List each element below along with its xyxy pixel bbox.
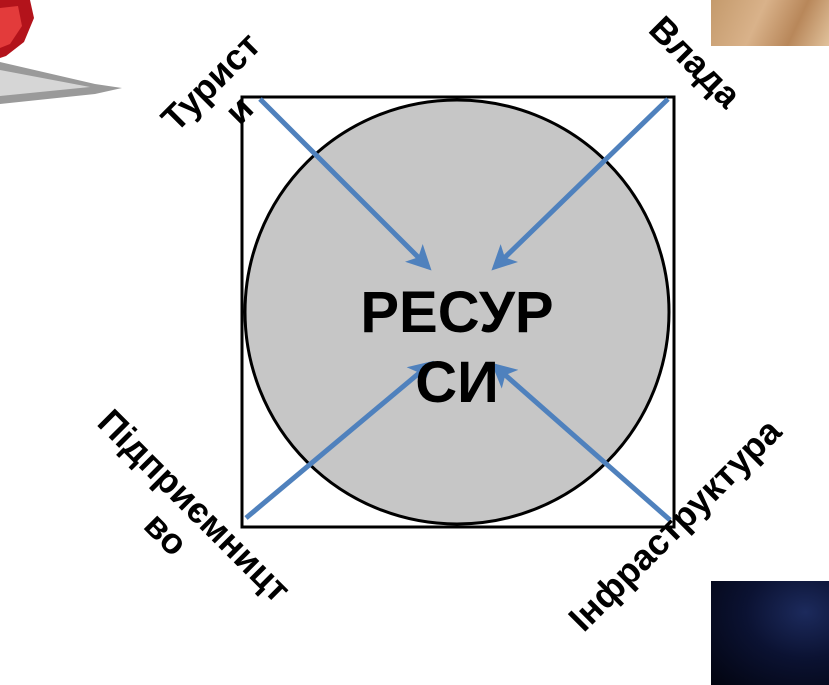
arrow-business (244, 360, 434, 520)
resources-circle (243, 98, 671, 526)
center-label-resources: РЕСУР СИ (360, 280, 554, 415)
clipart-fragment-bottom-right (711, 581, 829, 685)
arrow-tourists (258, 97, 432, 271)
clipart-fragment-top-left (0, 0, 122, 104)
arrow-authority (491, 97, 670, 271)
clipart-fragment-top-right (711, 0, 829, 46)
arrow-infrastructure (491, 362, 672, 522)
